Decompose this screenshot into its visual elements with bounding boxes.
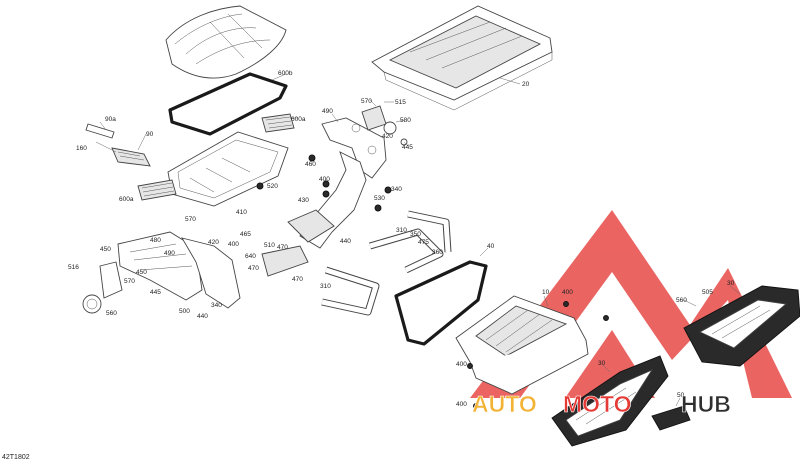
callout-50: 50: [677, 392, 685, 399]
callout-400-bin-front: 400: [456, 361, 467, 368]
callout-440-lower: 440: [197, 313, 208, 320]
central-frame-bracket-490: [287, 113, 387, 249]
watermark-text-moto: MOTO: [563, 391, 632, 417]
callout-560-right: 560: [676, 297, 687, 304]
seat-gasket-600b: [168, 72, 288, 136]
callout-160: 160: [76, 145, 87, 152]
left-side-bracket-assembly: [82, 231, 309, 314]
callout-480: 480: [150, 237, 161, 244]
callout-10: 10: [542, 289, 550, 296]
callout-410: 410: [236, 209, 247, 216]
hinge-hardware-upper: [361, 99, 409, 147]
callout-505: 505: [702, 289, 713, 296]
watermark-mountain-inner: [520, 272, 752, 398]
callout-580: 580: [400, 117, 411, 124]
callout-516: 516: [68, 264, 79, 271]
callout-360: 360: [432, 249, 443, 256]
watermark-text-auto: AUTO: [472, 391, 537, 417]
callout-90: 90: [146, 131, 154, 138]
callout-400-bin: 400: [562, 289, 573, 296]
seat-cushion: [165, 5, 287, 79]
storage-bin-10: [455, 295, 589, 395]
callout-440-tube: 440: [340, 238, 351, 245]
watermark-text-hub: HUB: [681, 391, 731, 417]
callout-310-upper: 310: [396, 227, 407, 234]
callout-465: 465: [240, 231, 251, 238]
callout-490-left: 490: [164, 250, 175, 257]
callout-570-mid: 570: [185, 216, 196, 223]
callout-460: 460: [305, 161, 316, 168]
callout-90a: 90a: [105, 116, 116, 123]
callout-515: 515: [395, 99, 406, 106]
callout-475: 475: [418, 239, 429, 246]
callout-310-lower: 310: [320, 283, 331, 290]
callout-445-upper: 445: [402, 144, 413, 151]
callout-510: 510: [264, 242, 275, 249]
callout-30-right: 30: [727, 280, 735, 287]
callout-530: 530: [374, 195, 385, 202]
callout-400-frame: 400: [319, 176, 330, 183]
callout-600b: 600b: [278, 70, 293, 77]
callout-40: 40: [487, 243, 495, 250]
watermark-wordmark: AUTO MOTO HUB: [472, 391, 731, 418]
callout-450-left: 450: [100, 246, 111, 253]
callout-350: 350: [410, 231, 421, 238]
figure-reference: 42T1802: [2, 454, 30, 461]
side-panel-30-right: [683, 285, 800, 367]
callout-640: 640: [245, 253, 256, 260]
callout-570-upper: 570: [361, 98, 372, 105]
handle-50: [651, 397, 691, 431]
strap-600a-upper: [261, 113, 298, 133]
callout-520: 520: [267, 183, 278, 190]
callout-420-left: 420: [208, 239, 219, 246]
callout-450-right: 450: [136, 269, 147, 276]
callout-420-upper: 420: [382, 133, 393, 140]
callout-470-upper: 470: [277, 244, 288, 251]
seat-base-tray: [167, 131, 289, 207]
callout-445-lower: 445: [150, 289, 161, 296]
callout-30-left: 30: [598, 360, 606, 367]
callout-600a-upper: 600a: [291, 116, 306, 123]
storage-gasket-40: [394, 247, 489, 346]
callout-400-bin-lower: 400: [456, 401, 467, 408]
callout-500: 500: [179, 308, 190, 315]
grab-bar-tubes-310: [321, 210, 452, 316]
callout-490-top: 490: [322, 108, 333, 115]
frame-fasteners: [256, 154, 392, 212]
latch-assembly-90: [85, 121, 151, 167]
callout-430: 430: [298, 197, 309, 204]
callout-470-mid: 470: [248, 265, 259, 272]
callout-600a-lower: 600a: [119, 196, 134, 203]
callout-340-lower: 340: [211, 302, 222, 309]
callout-470-lower: 470: [292, 276, 303, 283]
callout-340-upper: 340: [391, 186, 402, 193]
cargo-tray-20: [371, 5, 553, 111]
callout-560: 560: [106, 310, 117, 317]
callout-570-lower: 570: [124, 278, 135, 285]
side-panel-30-left: [551, 355, 669, 447]
callout-400-left: 400: [228, 241, 239, 248]
strap-600a-lower: [137, 179, 177, 201]
bin-fasteners: [467, 301, 609, 409]
callout-20: 20: [522, 81, 530, 88]
